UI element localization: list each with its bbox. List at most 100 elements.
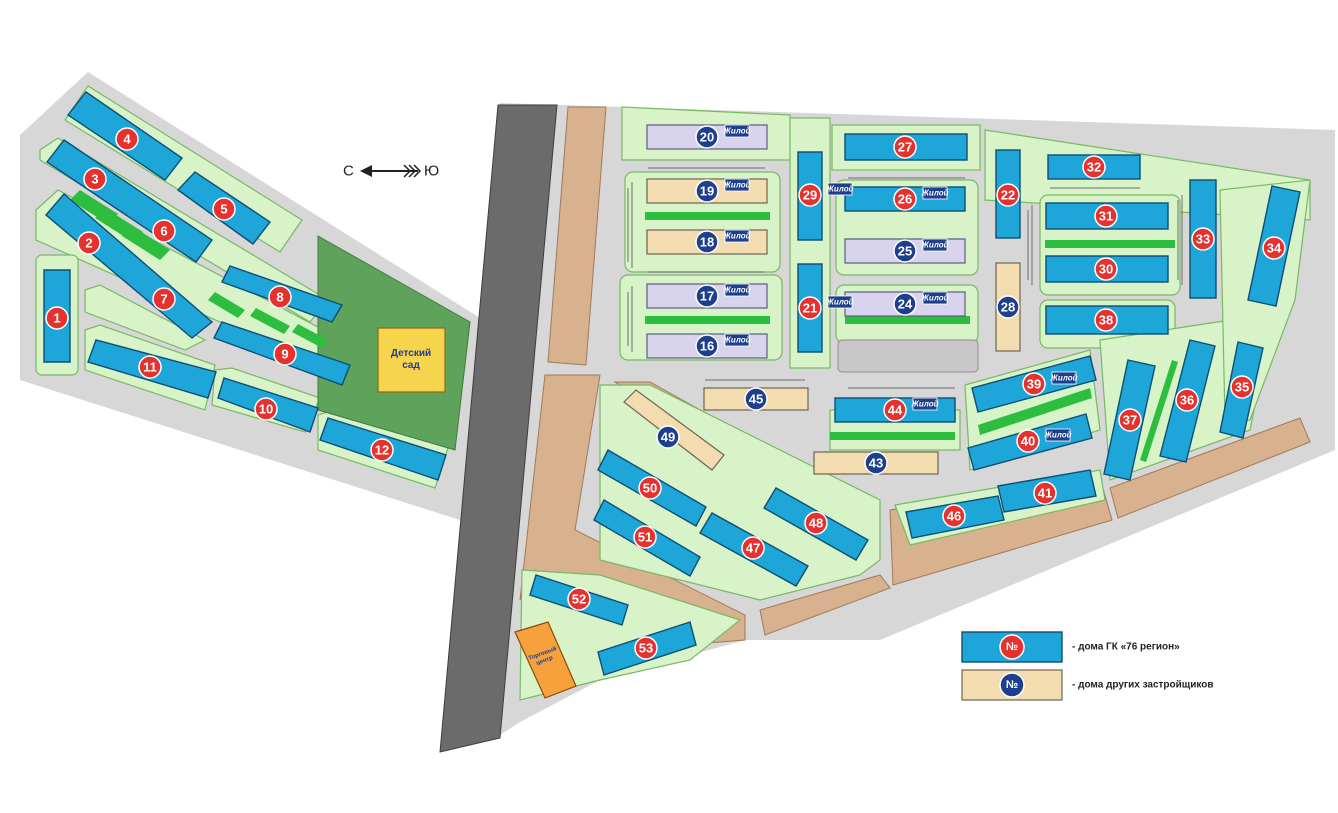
house-number-badge: [656, 425, 680, 449]
house-number-label: 50: [643, 481, 657, 496]
house-badge-1[interactable]: 1: [45, 306, 69, 330]
house-badge-12[interactable]: 12: [370, 438, 394, 462]
house-number-badge: [1022, 372, 1046, 396]
house-badge-33[interactable]: 33: [1191, 227, 1215, 251]
house-badge-38[interactable]: 38: [1094, 308, 1118, 332]
house-badge-22[interactable]: 22: [996, 183, 1020, 207]
house-badge-50[interactable]: 50: [638, 476, 662, 500]
house-badge-4[interactable]: 4: [115, 127, 139, 151]
house-number-label: 49: [661, 430, 675, 445]
house-number-badge: [273, 342, 297, 366]
house-number-badge: [942, 504, 966, 528]
house-badge-53[interactable]: 53: [634, 636, 658, 660]
kindergarten-label-line1: Детский: [391, 348, 431, 359]
house-number-label: 18: [700, 235, 714, 250]
house-badge-52[interactable]: 52: [567, 587, 591, 611]
house-number-badge: [1118, 408, 1142, 432]
house-badge-51[interactable]: 51: [633, 525, 657, 549]
residential-tag: [912, 397, 938, 411]
house-number-badge: [695, 284, 719, 308]
house-badge-36[interactable]: 36: [1175, 388, 1199, 412]
house-number-badge: [996, 295, 1020, 319]
house-number-badge: [1094, 257, 1118, 281]
house-number-badge: [695, 125, 719, 149]
house-badge-7[interactable]: 7: [152, 287, 176, 311]
house-badge-11[interactable]: 11: [138, 355, 162, 379]
house-badge-41[interactable]: 41: [1033, 481, 1057, 505]
residential-tag-label: Жилой: [1044, 431, 1072, 440]
house-number-label: 17: [700, 289, 714, 304]
house-badge-48[interactable]: 48: [804, 511, 828, 535]
kindergarten-block[interactable]: [377, 327, 446, 393]
shopping-mall-block[interactable]: [514, 621, 577, 699]
house-badge-27[interactable]: 27: [893, 135, 917, 159]
house-badge-28[interactable]: 28: [996, 295, 1020, 319]
house-badge-30[interactable]: 30: [1094, 257, 1118, 281]
residential-tag: [922, 186, 948, 200]
house-number-label: 39: [1027, 377, 1041, 392]
house-number-badge: [138, 355, 162, 379]
house-number-label: 7: [160, 292, 167, 307]
house-number-badge: [883, 398, 907, 422]
house-number-badge: [634, 636, 658, 660]
house-badge-3[interactable]: 3: [83, 167, 107, 191]
house-badge-9[interactable]: 9: [273, 342, 297, 366]
house-badge-8[interactable]: 8: [268, 285, 292, 309]
house-number-label: 38: [1099, 313, 1113, 328]
legend-company-badge: [999, 634, 1025, 660]
house-number-label: 22: [1001, 188, 1015, 203]
house-badge-2[interactable]: 2: [77, 231, 101, 255]
house-badge-46[interactable]: 46: [942, 504, 966, 528]
house-number-label: 28: [1001, 300, 1015, 315]
west-green-strips: [70, 190, 328, 348]
house-number-label: 8: [276, 290, 283, 305]
residential-tag: [827, 182, 853, 196]
east-green-strips: [645, 212, 1178, 462]
house-number-label: 45: [749, 392, 763, 407]
house-badge-5[interactable]: 5: [212, 197, 236, 221]
house-number-label: 6: [160, 224, 167, 239]
house-badge-32[interactable]: 32: [1082, 155, 1106, 179]
house-number-badge: [1262, 236, 1286, 260]
house-badge-45[interactable]: 45: [744, 387, 768, 411]
house-badge-37[interactable]: 37: [1118, 408, 1142, 432]
legend-other-badge: [999, 672, 1025, 698]
house-number-badge: [254, 397, 278, 421]
house-badge-10[interactable]: 10: [254, 397, 278, 421]
house-number-label: 26: [898, 192, 912, 207]
legend-company-badge-symbol: №: [1006, 641, 1018, 653]
legend-company-label: - дома ГК «76 регион»: [1072, 642, 1180, 653]
house-badge-6[interactable]: 6: [152, 219, 176, 243]
house-number-label: 30: [1099, 262, 1113, 277]
residential-tag: [724, 333, 750, 347]
house-number-badge: [893, 239, 917, 263]
house-badge-34[interactable]: 34: [1262, 236, 1286, 260]
house-number-label: 52: [572, 592, 586, 607]
house-number-badge: [1191, 227, 1215, 251]
house-badge-47[interactable]: 47: [741, 536, 765, 560]
kindergarten-label-line2: сад: [402, 360, 420, 371]
house-number-label: 9: [281, 347, 288, 362]
house-badge-49[interactable]: 49: [656, 425, 680, 449]
house-number-badge: [638, 476, 662, 500]
house-badge-31[interactable]: 31: [1094, 204, 1118, 228]
house-badge-35[interactable]: 35: [1230, 375, 1254, 399]
house-number-badge: [798, 296, 822, 320]
house-number-label: 36: [1180, 393, 1194, 408]
house-number-badge: [741, 536, 765, 560]
house-badge-43[interactable]: 43: [864, 451, 888, 475]
house-number-badge: [893, 292, 917, 316]
